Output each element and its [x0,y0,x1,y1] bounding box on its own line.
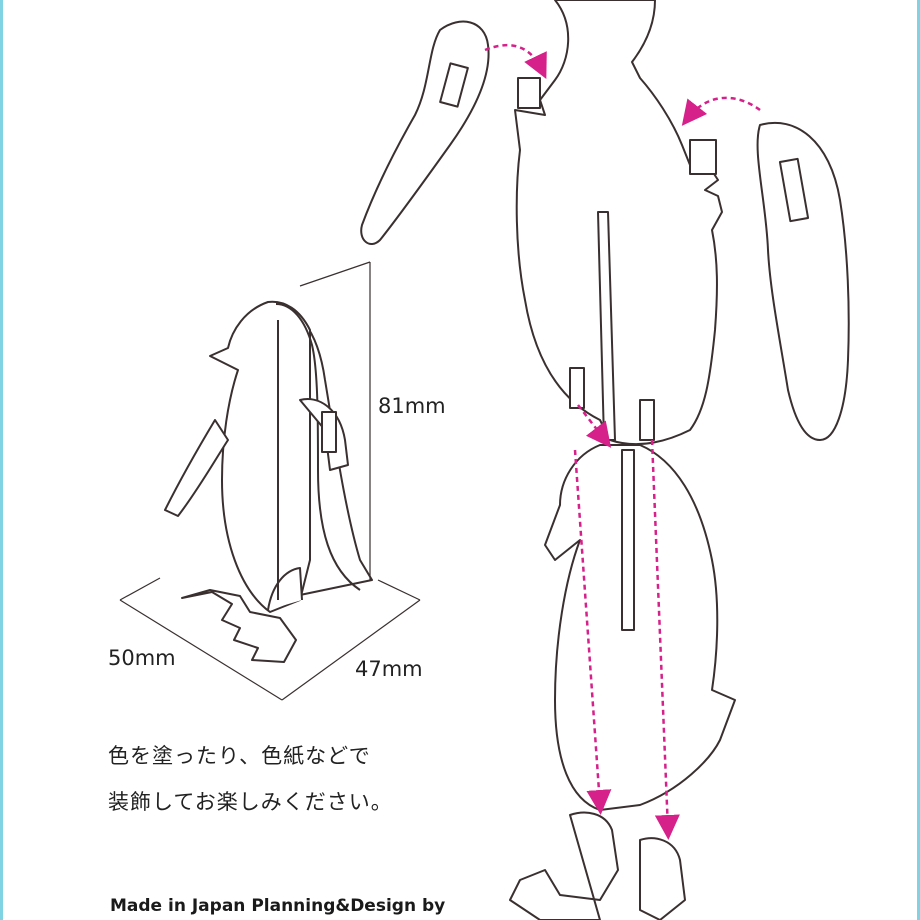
exploded-parts [360,0,850,920]
depth-dimension-label: 47mm [355,657,423,681]
assembly-arrows [484,43,761,840]
upper-body-slot-left [517,77,541,109]
right-wing-piece [756,121,850,441]
dimension-lines [119,261,421,701]
note-line-1: 色を塗ったり、色紙などで [108,744,371,768]
left-foot-piece [509,811,619,920]
lower-body-piece [544,444,736,811]
upper-body-piece [514,0,723,446]
assembled-penguin [164,300,373,663]
right-foot-piece [639,837,686,920]
width-dimension-label: 50mm [108,646,176,670]
left-wing-piece [360,20,490,245]
note-line-2: 装飾してお楽しみください。 [108,790,393,814]
credit-text: Made in Japan Planning&Design by [110,896,446,916]
height-dimension-label: 81mm [378,394,446,418]
upper-body-slot-right [689,139,717,175]
